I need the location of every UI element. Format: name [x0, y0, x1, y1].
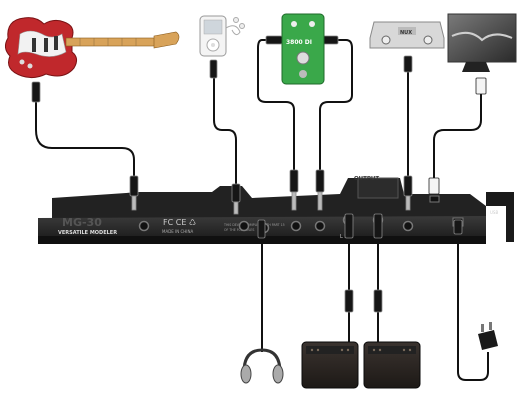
footswitch-label: NUX: [400, 30, 412, 36]
usb-label: USB: [490, 210, 498, 215]
unit-model-label: VERSATILE MODELER: [58, 230, 117, 236]
mg30-unit: MG-30 VERSATILE MODELER FC CE ♺ MADE IN …: [38, 176, 514, 244]
power-adapter-icon: [478, 322, 498, 350]
plug-usb-top: [475, 77, 487, 95]
pedal-in-cable: [257, 39, 295, 170]
footswitch-icon: NUX: [369, 21, 445, 49]
port-return[interactable]: [314, 220, 326, 232]
plug-footswitch-top: [403, 55, 413, 73]
port-send[interactable]: [290, 220, 302, 232]
cables: [35, 39, 489, 381]
plug-aux: [231, 183, 241, 215]
plug-headphone: [257, 219, 266, 239]
made-in-label: MADE IN CHINA: [162, 229, 193, 234]
mp3-player-icon: [199, 15, 245, 57]
plug-footswitch: [403, 175, 413, 211]
plug-return: [315, 169, 325, 211]
pedal-label: 3800 DI: [286, 39, 312, 46]
plug-out-left: [344, 213, 354, 313]
electric-guitar-icon: [4, 17, 180, 79]
port-footswitch[interactable]: [402, 220, 414, 232]
unit-logo: MG-30: [62, 216, 102, 229]
output-panel: [357, 177, 399, 199]
plugs: [31, 35, 487, 313]
small-print-2: OF THE FCC RULES: [224, 228, 254, 232]
port-usb[interactable]: [429, 195, 440, 203]
lr-label: L R: [340, 234, 348, 240]
plug-input: [129, 175, 139, 211]
plug-send: [289, 169, 299, 211]
effect-pedal-icon: 3800 DI: [281, 13, 325, 85]
guitar-cable: [35, 100, 135, 178]
plug-out-right: [373, 213, 383, 313]
output-label: OUTPUT: [354, 176, 379, 182]
headphones-icon: [240, 348, 284, 384]
small-print-1: THIS DEVICE COMPLIES WITH PART 15: [223, 223, 285, 227]
plug-usb: [428, 177, 440, 195]
port-input[interactable]: [138, 220, 150, 232]
plug-power: [453, 219, 463, 235]
cert-marks: FC CE ♺: [163, 218, 196, 227]
plug-mp3: [209, 59, 218, 79]
mp3-cable: [213, 76, 237, 185]
amplifier-icon: [363, 341, 421, 389]
port-aux[interactable]: [238, 220, 250, 232]
power-cable: [457, 226, 489, 381]
computer-monitor-icon: [447, 13, 517, 72]
plug-guitar: [31, 81, 41, 103]
unit-stand: [486, 192, 514, 242]
plug-pedal-in: [265, 35, 283, 45]
pedal-out-cable: [319, 39, 353, 170]
amplifier-icon: [301, 341, 359, 389]
usb-cable: [433, 92, 482, 180]
